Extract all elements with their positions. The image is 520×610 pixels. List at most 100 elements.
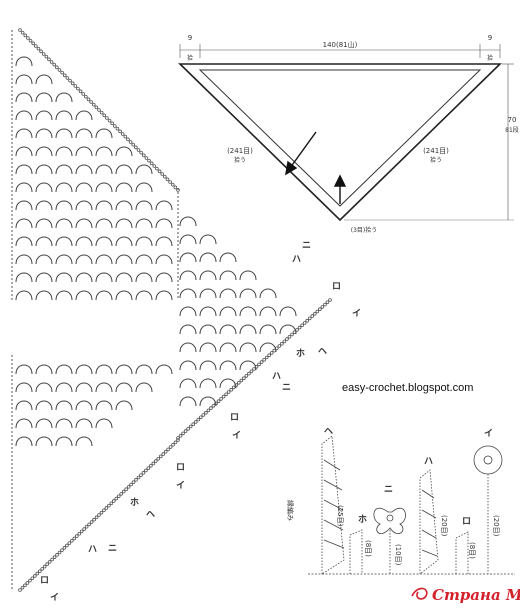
brand-name: Страна Мам [432,586,520,604]
chain-stitch [110,121,114,126]
mesh-arch [35,146,53,157]
symbol-ho-2: ホ [130,497,139,508]
chain-stitch [20,30,25,35]
mesh-arch [179,342,197,353]
mesh-arch [199,306,217,317]
chain-stitch [211,403,216,408]
chain-stitch [91,102,96,107]
chart-edge-chains [18,28,332,592]
chain-stitch [33,574,37,578]
edging-count-2: (8目) [364,540,372,557]
chain-stitch [67,541,72,545]
mesh-arch [75,236,93,247]
mesh-arch [179,378,197,389]
chain-stitch [28,38,33,43]
chain-stitch [170,182,175,187]
mesh-arch [95,364,113,375]
chain-stitch [52,555,57,559]
mesh-arch [15,218,33,229]
mesh-arch [179,324,197,335]
chain-stitch [126,137,130,142]
mesh-arch [75,146,93,157]
mesh-arch [15,290,33,301]
chain-stitch [57,550,62,555]
chain-stitch [97,513,101,517]
chain-stitch [247,371,251,376]
mesh-arch [239,342,257,353]
chart-chain-edges [11,30,179,590]
mesh-arch [199,270,217,281]
chain-stitch [55,553,59,557]
chain-stitch [155,166,159,171]
height-sub: 81段 [505,126,519,134]
edging-count-6: (20目) [492,515,500,537]
mesh-arch [95,254,113,265]
chain-stitch [305,318,310,323]
brand-logo: Страна Мам [411,586,520,604]
mesh-arch [15,182,33,193]
chain-stitch [325,300,330,305]
chain-stitch [109,501,114,506]
mesh-arch [219,306,237,317]
mesh-arch [75,200,93,211]
chain-stitch [254,364,259,369]
mesh-arch [75,182,93,193]
edging-symbol-i: イ [484,428,493,439]
arrow-down-left-icon [285,131,317,176]
mesh-arch [15,382,33,393]
chain-stitch [41,52,46,56]
chain-stitch [226,390,231,394]
chain-stitch [76,86,80,91]
mesh-arch [75,290,93,301]
chain-stitch [178,433,183,438]
chain-stitch [176,188,180,192]
chain-stitch [99,510,104,515]
chain-stitch [92,517,96,522]
chain-stitch [33,44,38,48]
chain-stitch [60,548,64,552]
mesh-arch [259,324,277,335]
chain-stitch [224,392,228,397]
mesh-arch [199,288,217,299]
mesh-arch [55,236,73,247]
height-label: 70 [508,116,517,124]
left-edge-sub: 拾 [187,54,193,62]
chain-stitch [28,578,32,583]
chain-stitch [173,440,178,445]
chain-stitch [112,499,116,503]
mesh-arch [135,382,153,393]
chain-stitch [173,185,178,190]
mesh-arch [55,364,73,375]
chain-stitch [57,68,62,72]
chain-stitch [65,76,70,80]
symbol-i-1: イ [352,308,361,319]
chain-stitch [149,161,154,166]
right-edge-label: 9 [488,34,492,42]
mesh-arch [155,272,173,283]
chain-stitch [37,569,42,574]
mesh-arch [35,218,53,229]
chain-stitch [84,94,88,99]
mesh-arch [199,342,217,353]
chain-stitch [73,84,78,88]
mesh-arch [219,288,237,299]
chain-stitch [115,126,120,131]
width-label: 140(81山) [323,40,358,49]
mesh-arch [259,306,277,317]
chain-stitch [181,431,185,436]
chain-stitch [242,376,246,381]
mesh-arch [199,234,217,245]
chain-stitch [166,447,170,452]
mesh-arch [115,382,133,393]
mesh-arch [35,110,53,121]
mesh-arch [155,364,173,375]
chain-stitch [72,536,77,541]
mesh-arch [115,254,133,265]
edging-count-4: (20目) [440,515,448,537]
mesh-arch [115,272,133,283]
chain-stitch [151,461,156,466]
symbol-ha-1: ハ [292,255,301,265]
mesh-arch [55,128,73,139]
chain-stitch [50,557,54,562]
mesh-arch [55,146,73,157]
